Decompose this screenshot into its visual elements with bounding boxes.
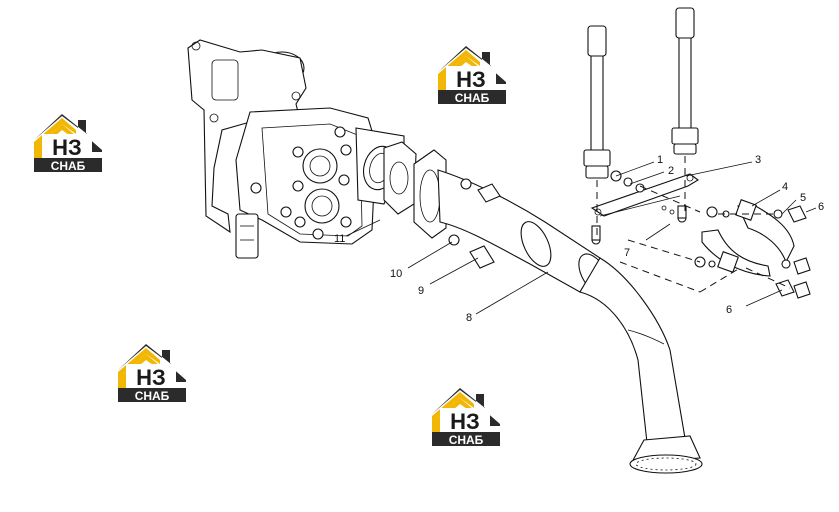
callout-10: 10 — [390, 268, 402, 280]
watermark-mark: НЗ — [456, 67, 486, 92]
callout-3: 3 — [755, 154, 761, 166]
suction-pipe — [413, 149, 703, 474]
watermark-mark: НЗ — [52, 135, 82, 160]
watermark-logo: НЗ СНАБ — [438, 46, 506, 105]
flange-bolt — [448, 178, 501, 269]
pipe-clamp — [694, 199, 811, 299]
callout-7: 7 — [624, 247, 630, 259]
callout-1: 1 — [657, 154, 663, 166]
watermark-name: СНАБ — [449, 433, 484, 447]
callout-labels: 1 2 3 4 5 6 6 7 8 9 10 11 — [334, 154, 824, 324]
watermark-name: СНАБ — [455, 91, 490, 105]
watermark-mark: НЗ — [136, 365, 166, 390]
vertical-tube-right — [671, 7, 699, 155]
watermark-logo: НЗ СНАБ — [432, 388, 500, 447]
callout-11: 11 — [334, 233, 345, 245]
watermark-name: СНАБ — [51, 159, 86, 173]
vertical-tube-left — [583, 25, 611, 179]
watermark-mark: НЗ — [450, 409, 480, 434]
oil-pump-assembly — [187, 39, 405, 259]
watermark-logo: НЗ СНАБ — [118, 344, 186, 403]
leader-lines — [345, 161, 817, 315]
support-bracket — [590, 173, 699, 217]
callout-8: 8 — [466, 312, 472, 324]
watermark-logo: НЗ СНАБ — [34, 114, 102, 173]
callout-2: 2 — [668, 165, 674, 177]
callout-5: 5 — [800, 192, 806, 204]
callout-9: 9 — [418, 285, 424, 297]
callout-4: 4 — [782, 181, 788, 193]
watermark-name: СНАБ — [135, 389, 170, 403]
assembly-lines — [596, 156, 791, 293]
callout-6: 6 — [818, 201, 824, 213]
callout-6: 6 — [726, 304, 732, 316]
gasket — [383, 141, 417, 215]
